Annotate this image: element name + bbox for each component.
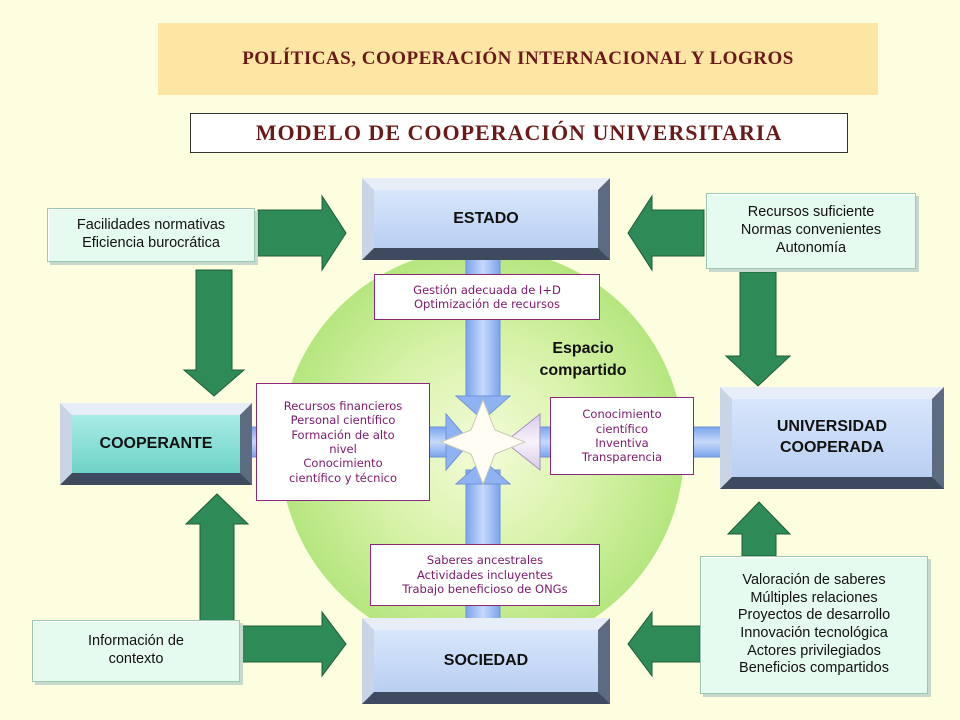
green-arrow-right-to-sociedad (627, 610, 701, 678)
shared-space-label: Espacio compartido (518, 338, 648, 381)
shared-space-label-line-2: compartido (539, 361, 627, 379)
green-arrow-right-to-estado (627, 194, 705, 272)
green-arrow-left-to-estado (257, 194, 347, 272)
title-banner: POLÍTICAS, COOPERACIÓN INTERNACIONAL Y L… (158, 23, 878, 95)
contribution-box-universidad: Conocimiento científico Inventiva Transp… (550, 397, 694, 475)
contribution-line: Recursos financieros (283, 398, 403, 413)
context-line: Información de (88, 633, 184, 650)
context-line: contexto (108, 651, 164, 667)
context-line: Recursos suficiente (747, 204, 875, 221)
contribution-line: Conocimiento (582, 407, 662, 422)
page-title: POLÍTICAS, COOPERACIÓN INTERNACIONAL Y L… (242, 48, 794, 69)
node-sociedad-label: SOCIEDAD (443, 651, 529, 669)
green-arrow-up-to-cooperante (184, 493, 250, 623)
contribution-line: Trabajo beneficioso de ONGs (402, 582, 568, 597)
contribution-line: científico (595, 421, 649, 436)
context-line: Actores privilegiados (747, 642, 881, 659)
node-estado: ESTADO (362, 178, 610, 260)
context-box-bottom-left: Información de contexto (32, 620, 240, 682)
node-estado-label: ESTADO (453, 209, 519, 227)
green-arrow-up-to-universidad (726, 501, 792, 557)
context-line: Valoración de saberes (742, 571, 886, 588)
node-universidad: UNIVERSIDAD COOPERADA (720, 387, 944, 489)
shared-space-label-line-1: Espacio (552, 340, 614, 357)
contribution-line: científico y técnico (288, 470, 398, 485)
node-sociedad: SOCIEDAD (362, 618, 610, 704)
green-arrow-down-to-universidad (724, 271, 792, 387)
context-line: Autonomía (775, 239, 847, 256)
context-box-top-right: Recursos suficiente Normas convenientes … (706, 193, 916, 269)
contribution-line: Transparencia (581, 450, 663, 465)
center-star (439, 398, 527, 486)
contribution-line: Saberes ancestrales (426, 553, 544, 568)
contribution-line: Formación de alto (291, 427, 395, 442)
contribution-line: Inventiva (595, 436, 649, 450)
node-universidad-label-1: UNIVERSIDAD (776, 418, 888, 436)
node-cooperante: COOPERANTE (60, 403, 252, 485)
context-line: Múltiples relaciones (750, 589, 878, 606)
context-box-top-left: Facilidades normativas Eficiencia burocr… (47, 208, 255, 262)
node-universidad-label-2: COOPERADA (779, 439, 884, 456)
diagram-subtitle: MODELO DE COOPERACIÓN UNIVERSITARIA (255, 120, 783, 145)
context-line: Eficiencia burocrática (82, 235, 220, 251)
contribution-line: Conocimiento (303, 456, 383, 471)
green-arrow-left-to-sociedad (239, 610, 347, 678)
green-arrow-down-to-cooperante (182, 269, 246, 397)
context-line: Facilidades normativas (76, 217, 226, 234)
context-line: Beneficios compartidos (739, 660, 889, 677)
context-line: Normas convenientes (740, 222, 882, 239)
contribution-box-estado: Gestión adecuada de I+D Optimización de … (374, 274, 600, 320)
contribution-line: Optimización de recursos (414, 297, 560, 311)
context-box-bottom-right: Valoración de saberes Múltiples relacion… (700, 556, 928, 694)
contribution-box-cooperante: Recursos financieros Personal científico… (256, 383, 430, 501)
contribution-line: Personal científico (290, 413, 396, 428)
node-cooperante-label: COOPERANTE (99, 434, 213, 452)
context-line: Proyectos de desarrollo (737, 607, 891, 624)
contribution-box-sociedad: Saberes ancestrales Actividades incluyen… (370, 544, 600, 606)
diagram-subtitle-box: MODELO DE COOPERACIÓN UNIVERSITARIA (190, 113, 848, 153)
contribution-line: Gestión adecuada de I+D (413, 282, 561, 297)
contribution-line: Actividades incluyentes (416, 567, 554, 582)
contribution-line: nivel (329, 442, 357, 456)
context-line: Innovación tecnológica (740, 625, 888, 641)
